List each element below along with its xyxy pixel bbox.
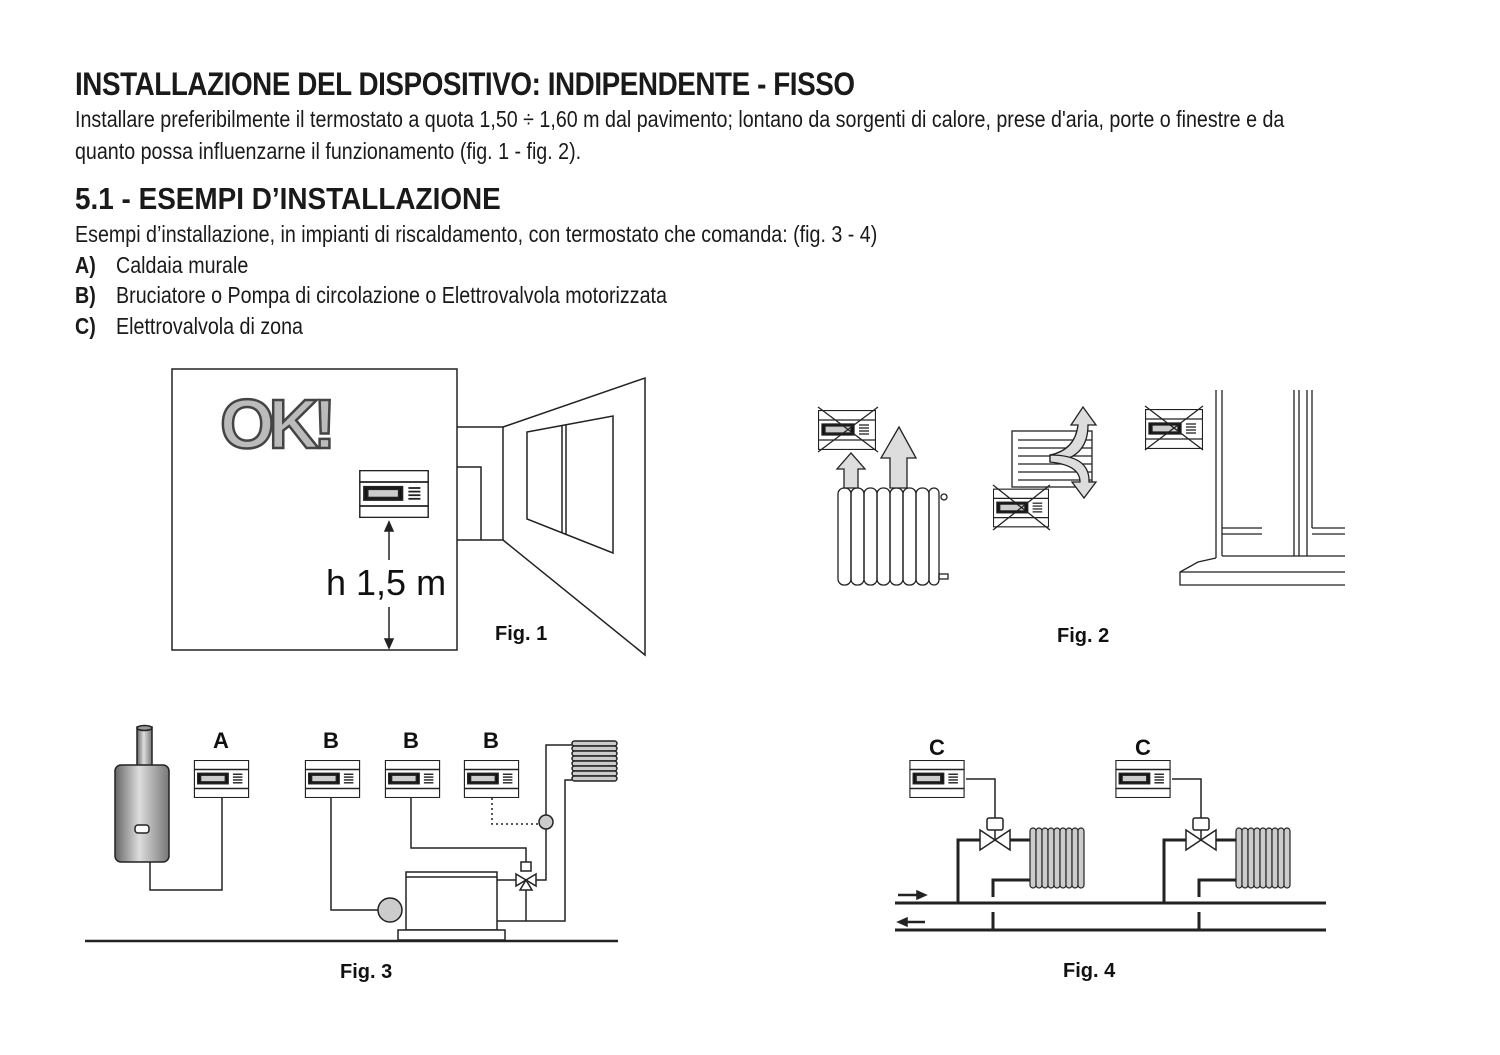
paragraph-line: quanto possa influenzarne il funzionamen… xyxy=(75,138,582,164)
figure-3 xyxy=(85,724,618,943)
list-key: A) xyxy=(75,252,96,278)
pump-icon xyxy=(377,897,403,923)
air-vent-icon xyxy=(1011,405,1098,500)
wall-boiler-icon xyxy=(114,764,170,863)
list-text: Bruciatore o Pompa di circolazione o Ele… xyxy=(116,282,667,308)
fig4-label-c: C xyxy=(929,735,945,760)
window-icon xyxy=(1179,390,1345,586)
thermostat-icon xyxy=(463,760,520,798)
radiator-icon xyxy=(1029,827,1085,889)
fig2-caption: Fig. 2 xyxy=(1057,625,1109,647)
list-item: C) Elettrovalvola di zona xyxy=(75,313,303,340)
paragraph-line: Installare preferibilmente il termostato… xyxy=(75,106,1285,132)
thermostat-icon xyxy=(384,760,441,798)
list-key: C) xyxy=(75,313,96,339)
fig3-label-b: B xyxy=(323,728,339,753)
radiator-icon xyxy=(837,487,949,586)
fig3-label-a: A xyxy=(213,728,229,753)
height-label: h 1,5 m xyxy=(326,562,446,603)
figure-4 xyxy=(895,760,1326,932)
heat-arrow-icon xyxy=(835,452,867,489)
thermostat-icon xyxy=(304,760,361,798)
subsection-title: 5.1 - ESEMPI D’INSTALLAZIONE xyxy=(75,181,501,216)
chimney-icon xyxy=(136,726,153,768)
fig3-caption: Fig. 3 xyxy=(340,961,392,983)
fig4-caption: Fig. 4 xyxy=(1063,960,1116,982)
subsection-intro: Esempi d’installazione, in impianti di r… xyxy=(75,221,878,247)
heat-arrow-icon xyxy=(879,425,918,489)
ok-logo: OK! xyxy=(220,385,330,463)
list-item: A) Caldaia murale xyxy=(75,252,248,279)
radiator-icon xyxy=(571,740,618,782)
fig3-label-b: B xyxy=(403,728,419,753)
figure-1 xyxy=(171,368,646,657)
thermostat-icon xyxy=(908,760,966,798)
list-text: Caldaia murale xyxy=(116,252,249,278)
section-title: INSTALLAZIONE DEL DISPOSITIVO: INDIPENDE… xyxy=(75,66,855,102)
burner-unit-icon xyxy=(405,871,498,931)
fig4-label-c: C xyxy=(1135,735,1151,760)
thermostat-icon xyxy=(193,760,250,798)
fig1-caption: Fig. 1 xyxy=(495,623,547,645)
figure-2 xyxy=(817,390,1345,586)
list-text: Elettrovalvola di zona xyxy=(116,313,303,339)
thermostat-icon xyxy=(358,470,430,518)
fig3-label-b: B xyxy=(483,728,499,753)
list-key: B) xyxy=(75,282,96,308)
list-item: B) Bruciatore o Pompa di circolazione o E… xyxy=(75,282,667,309)
